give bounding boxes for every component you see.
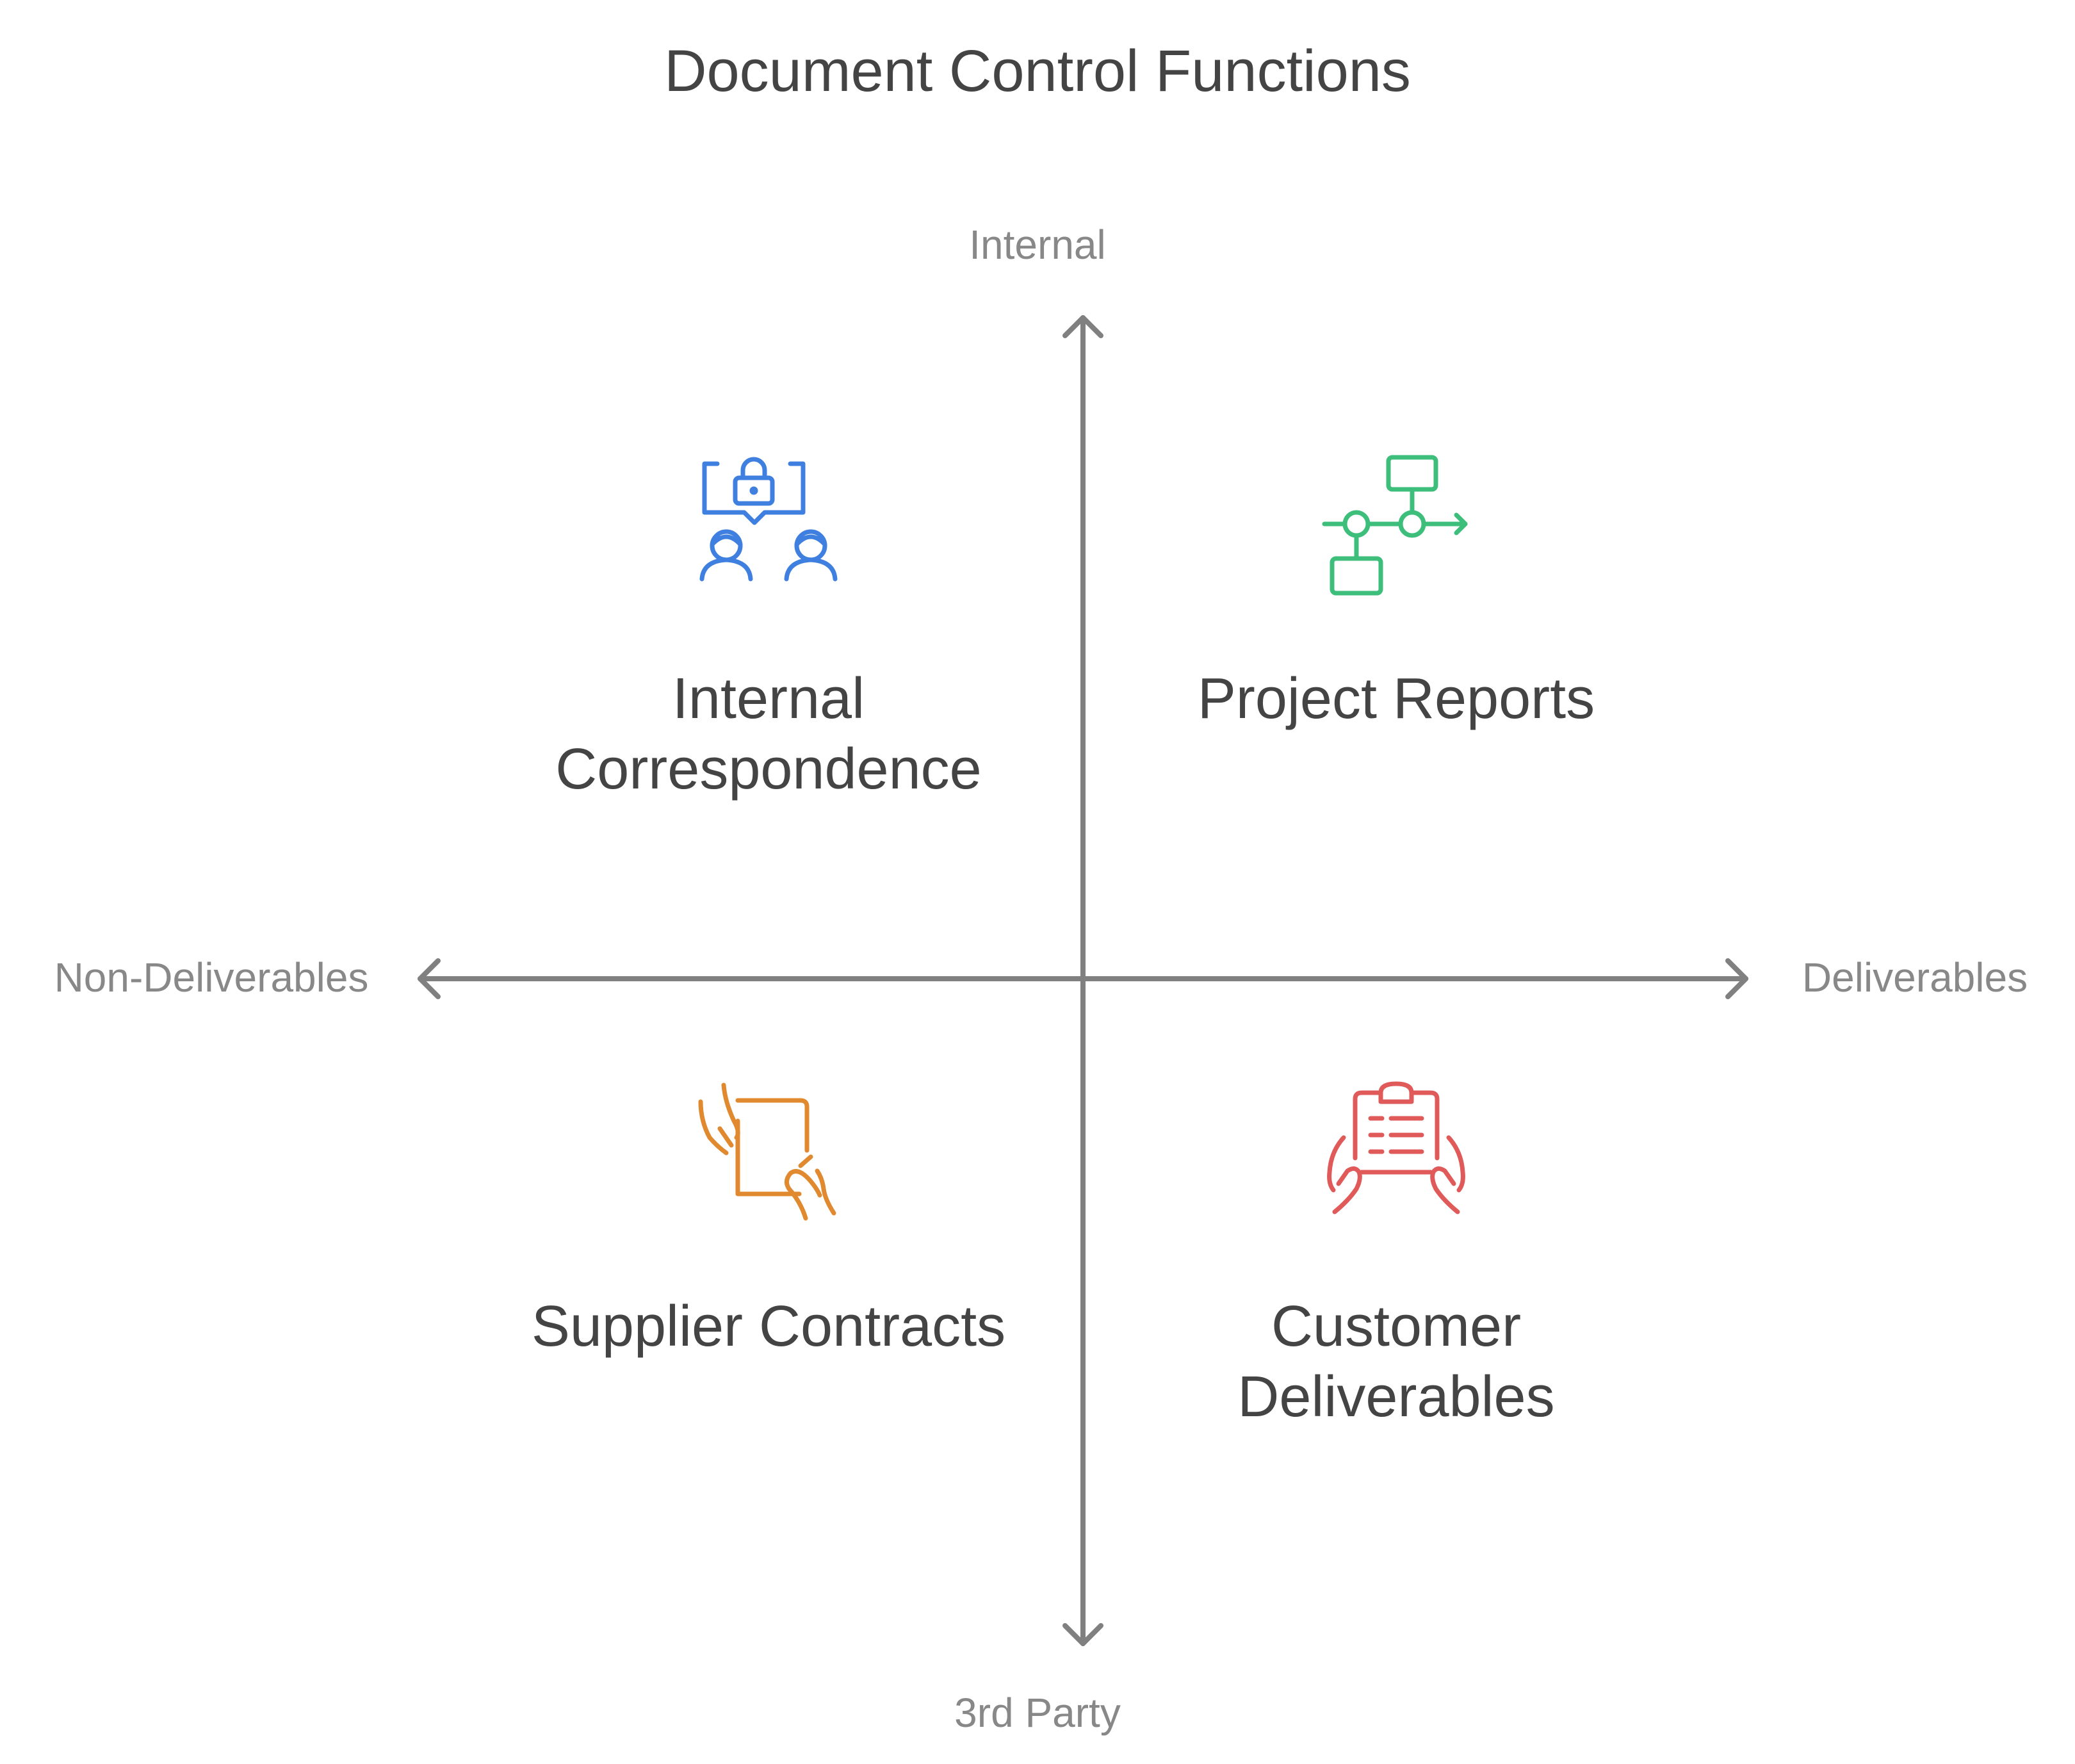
axis-label-non-deliverables: Non-Deliverables	[54, 954, 369, 1000]
quadrant-label-project-reports: Project Reports	[1197, 667, 1595, 731]
arrow-up-head	[1062, 315, 1103, 338]
arrow-down-head	[1062, 1623, 1103, 1646]
axis-label-internal: Internal	[969, 222, 1106, 268]
quadrant-label-customer-deliverables: Customer Deliverables	[1237, 1294, 1555, 1429]
arrow-right-head	[1725, 958, 1748, 999]
axis-label-deliverables: Deliverables	[1802, 954, 2028, 1000]
clipboard-in-hands-icon	[1327, 1081, 1465, 1214]
document-handover-icon	[698, 1082, 836, 1221]
private-chat-icon	[699, 457, 838, 582]
workflow-diagram-icon	[1322, 455, 1468, 596]
arrow-left-head	[418, 958, 441, 999]
axis-label-3rd-party: 3rd Party	[954, 1690, 1121, 1736]
quadrant-label-supplier-contracts: Supplier Contracts	[531, 1294, 1006, 1359]
diagram-title: Document Control Functions	[664, 38, 1411, 104]
quadrant-label-internal-correspondence: Internal Correspondence	[555, 667, 982, 801]
